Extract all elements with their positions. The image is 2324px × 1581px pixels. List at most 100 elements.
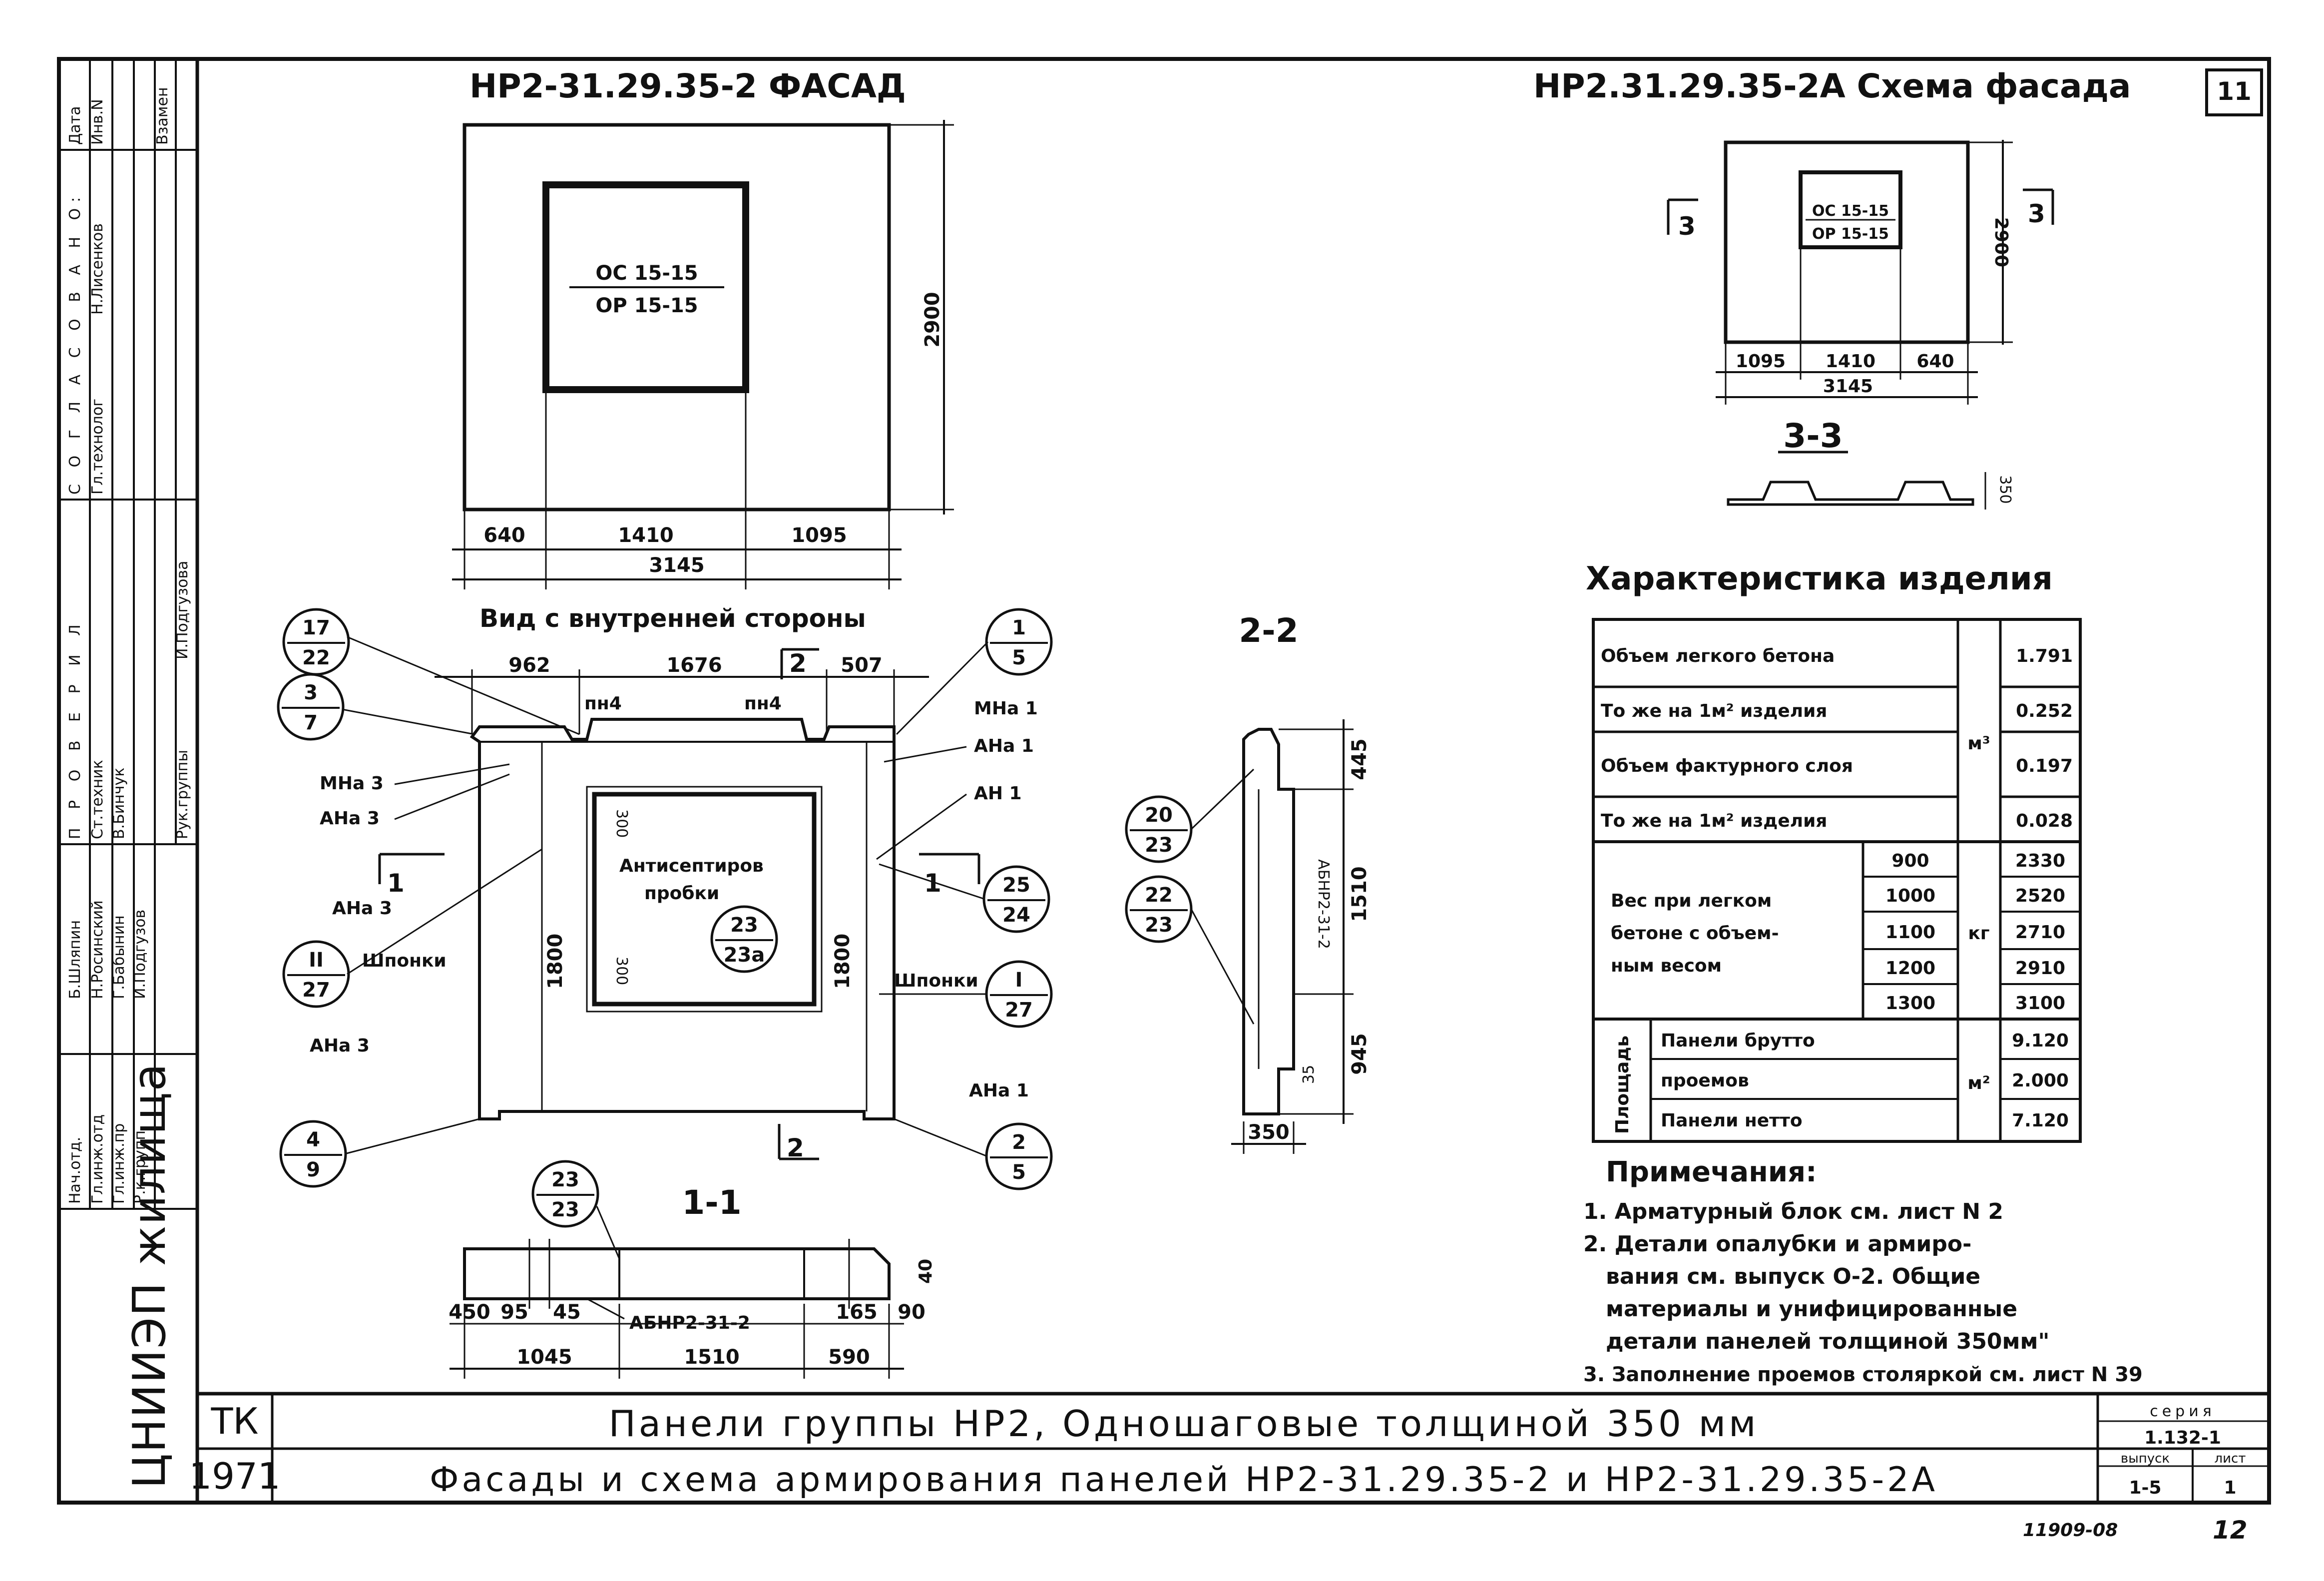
callout-1-5: 1 5 (985, 608, 1053, 676)
stamp-inv-header: Инв.N (89, 99, 106, 145)
callout-20-23-bottom: 23 (1145, 834, 1173, 857)
facade-window-opening (542, 181, 749, 393)
label-1800-right: 1800 (831, 934, 854, 989)
callout-20-23-top: 20 (1145, 804, 1173, 827)
section-2-2-dim-445: 445 (1348, 738, 1371, 780)
title-block-year: 1971 (189, 1455, 280, 1497)
area-netto-label: Панели нетто (1661, 1110, 1803, 1131)
facade-dim-640: 640 (483, 524, 525, 547)
facade-panel-outline (463, 123, 891, 512)
callout-I-27-top: I (1015, 969, 1023, 992)
weight-label-1: Вес при легком (1611, 891, 1772, 911)
density-1200: 1200 (1885, 958, 1935, 979)
label-pn4-right: пн4 (744, 693, 782, 714)
stamp-replace-header: Взамен (154, 87, 171, 145)
stamp-name-podguzov: И.Подгузов (131, 910, 149, 999)
label-ana1-top: АНа 1 (974, 736, 1034, 756)
callout-23-23-s11: 23 23 (531, 1160, 599, 1228)
section-1-1-dim-590: 590 (828, 1346, 870, 1369)
callout-II-27: II 27 (282, 940, 350, 1008)
callouts: 17 22 3 7 1 5 25 24 II 27 (277, 608, 1053, 1190)
section-3-mark-left: 3 (1678, 212, 1696, 241)
section-1-1-profile (463, 1247, 891, 1300)
label-1800-left: 1800 (544, 934, 567, 989)
page-number: 12 (2213, 1516, 2248, 1545)
inner-dim-1676: 1676 (666, 654, 722, 677)
facade-dim-1410: 1410 (618, 524, 673, 547)
label-ana1-bottom: АНа 1 (969, 1080, 1029, 1101)
callout-2-5-top: 2 (1012, 1131, 1026, 1154)
facade-dim-1095: 1095 (791, 524, 847, 547)
note-2-line2: вания см. выпуск О-2. Общие (1606, 1264, 1980, 1289)
row-volume-facing-value: 0.197 (2016, 756, 2073, 776)
label-mna1: МНа 1 (974, 698, 1038, 719)
title-block-line2: Фасады и схема армирования панелей НР2-3… (430, 1460, 1938, 1500)
weight-900: 2330 (2015, 851, 2065, 871)
inner-dim-507: 507 (841, 654, 883, 677)
label-ana3-bottom: АНа 3 (310, 1036, 370, 1056)
row-volume-facing-m2-label: То же на 1м² изделия (1601, 811, 1827, 831)
label-an1: АН 1 (974, 783, 1022, 804)
notes-title: Примечания: (1606, 1156, 1817, 1188)
inner-view: Вид с внутренней стороны 962 1676 507 2 … (310, 604, 1038, 1162)
section-1-1-dim-90: 90 (898, 1301, 926, 1324)
section-1-1-dim-165: 165 (836, 1301, 878, 1324)
right-schema-title: НР2.31.29.35-2А Схема фасада (1533, 67, 2131, 105)
callout-23-23a-bottom: 23а (724, 944, 765, 967)
unit-volume: м³ (1967, 733, 1990, 754)
title-block-series-label: серия (2150, 1403, 2216, 1420)
callout-22-23: 22 23 (1125, 875, 1193, 943)
inner-window-opening (592, 792, 817, 1007)
left-facade-title: НР2-31.29.35-2 ФАСАД (469, 67, 906, 105)
label-pn4-left: пн4 (584, 693, 622, 714)
section-1-1-title: 1-1 (682, 1183, 741, 1222)
density-1300: 1300 (1885, 993, 1935, 1014)
stamp-name-lisenkov: Н.Лисенков (89, 223, 106, 315)
callout-22-23-top: 22 (1145, 884, 1173, 907)
section-2-2-dim-945: 945 (1348, 1033, 1371, 1075)
callout-leaders (342, 636, 989, 1157)
area-brutto-label: Панели брутто (1661, 1031, 1815, 1051)
callout-I-27-bottom: 27 (1005, 999, 1033, 1022)
label-300-top: 300 (613, 809, 630, 838)
label-ana3-top: АНа 3 (320, 808, 380, 829)
section-2-2: 2-2 445 1510 945 АБНР2-31-2 35 350 20 23… (1125, 611, 1371, 1154)
area-openings-label: проемов (1661, 1070, 1749, 1091)
stamp-name-babynin: Г.Бабынин (110, 915, 128, 999)
callout-23-23-s11-top: 23 (551, 1168, 579, 1191)
row-volume-light-label: Объем легкого бетона (1601, 646, 1835, 666)
section-3-mark-right: 3 (2028, 199, 2045, 228)
schema-height-value: 2900 (1991, 217, 2011, 267)
callout-3-7-top: 3 (304, 681, 318, 704)
section-1-1-dim-1045: 1045 (516, 1346, 572, 1369)
window-label-top: ОС 15-15 (595, 262, 698, 285)
schema-window-label-top: ОС 15-15 (1812, 202, 1889, 220)
unit-weight: кг (1968, 923, 1989, 944)
label-shponki-right: Шпонки (894, 971, 978, 991)
stamp-role-st-tech: Ст.техник (89, 760, 106, 839)
weight-1200: 2910 (2015, 958, 2065, 979)
area-label: Площадь (1612, 1036, 1633, 1134)
schema-dim-1095: 1095 (1736, 351, 1786, 372)
stamp-name-shlyapin: Б.Шляпин (66, 920, 84, 999)
note-2: 2. Детали опалубки и армиро- (1583, 1231, 1971, 1257)
title-block: ТК 1971 Панели группы НР2, Одношаговые т… (189, 1400, 2269, 1503)
density-900: 900 (1891, 851, 1929, 871)
title-block-vypusk-label: выпуск (2121, 1451, 2170, 1466)
note-1: 1. Арматурный блок см. лист N 2 (1583, 1199, 2003, 1224)
title-block-tk: ТК (210, 1400, 258, 1442)
stamp-role-glinzh-pr: Гл.инж.пр (110, 1123, 128, 1204)
callout-23-23a-top: 23 (730, 914, 758, 937)
weight-label-3: ным весом (1611, 956, 1722, 976)
stamp-soglasovano: С О Г Л А С О В А Н О: (66, 191, 84, 495)
inner-dim-962: 962 (508, 654, 550, 677)
callout-23-23-s11-bottom: 23 (551, 1198, 579, 1221)
callout-1-5-top: 1 (1012, 616, 1026, 639)
callout-4-9: 4 9 (279, 1120, 347, 1188)
section-2-bottom-mark: 2 (787, 1133, 804, 1162)
row-volume-light-m2-value: 0.252 (2016, 701, 2073, 721)
callout-17-22: 17 22 (282, 608, 350, 676)
title-block-list-value: 1 (2224, 1478, 2236, 1498)
stamp-role-glinzh-otd: Гл.инж.отд (89, 1114, 106, 1204)
